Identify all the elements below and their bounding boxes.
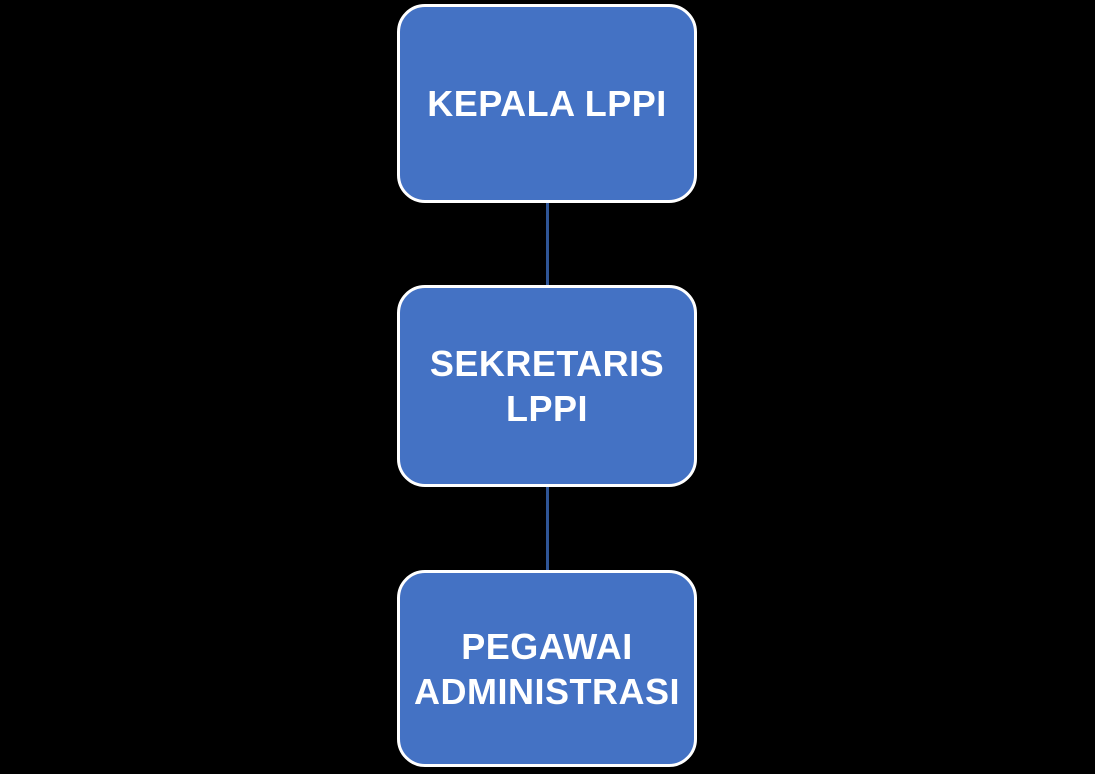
org-node-label: SEKRETARIS LPPI bbox=[429, 343, 665, 429]
org-node-label: KEPALA LPPI bbox=[427, 83, 667, 124]
connector-line-kepala-to-sekretaris bbox=[546, 203, 549, 285]
org-node-label: PEGAWAI ADMINISTRASI bbox=[414, 625, 680, 712]
connector-line-sekretaris-to-pegawai bbox=[546, 487, 549, 570]
org-node-kepala-lppi: KEPALA LPPI bbox=[397, 4, 697, 203]
org-node-sekretaris-lppi: SEKRETARIS LPPI bbox=[397, 285, 697, 487]
org-node-pegawai-administrasi: PEGAWAI ADMINISTRASI bbox=[397, 570, 697, 767]
